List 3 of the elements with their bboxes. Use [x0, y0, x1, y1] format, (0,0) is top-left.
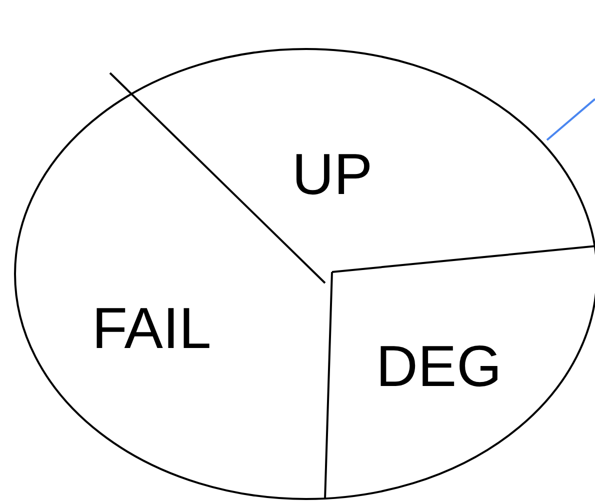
sector-label: DEG	[376, 338, 502, 396]
sector-label: UP	[292, 146, 373, 204]
sector-label: FAIL	[92, 300, 212, 358]
